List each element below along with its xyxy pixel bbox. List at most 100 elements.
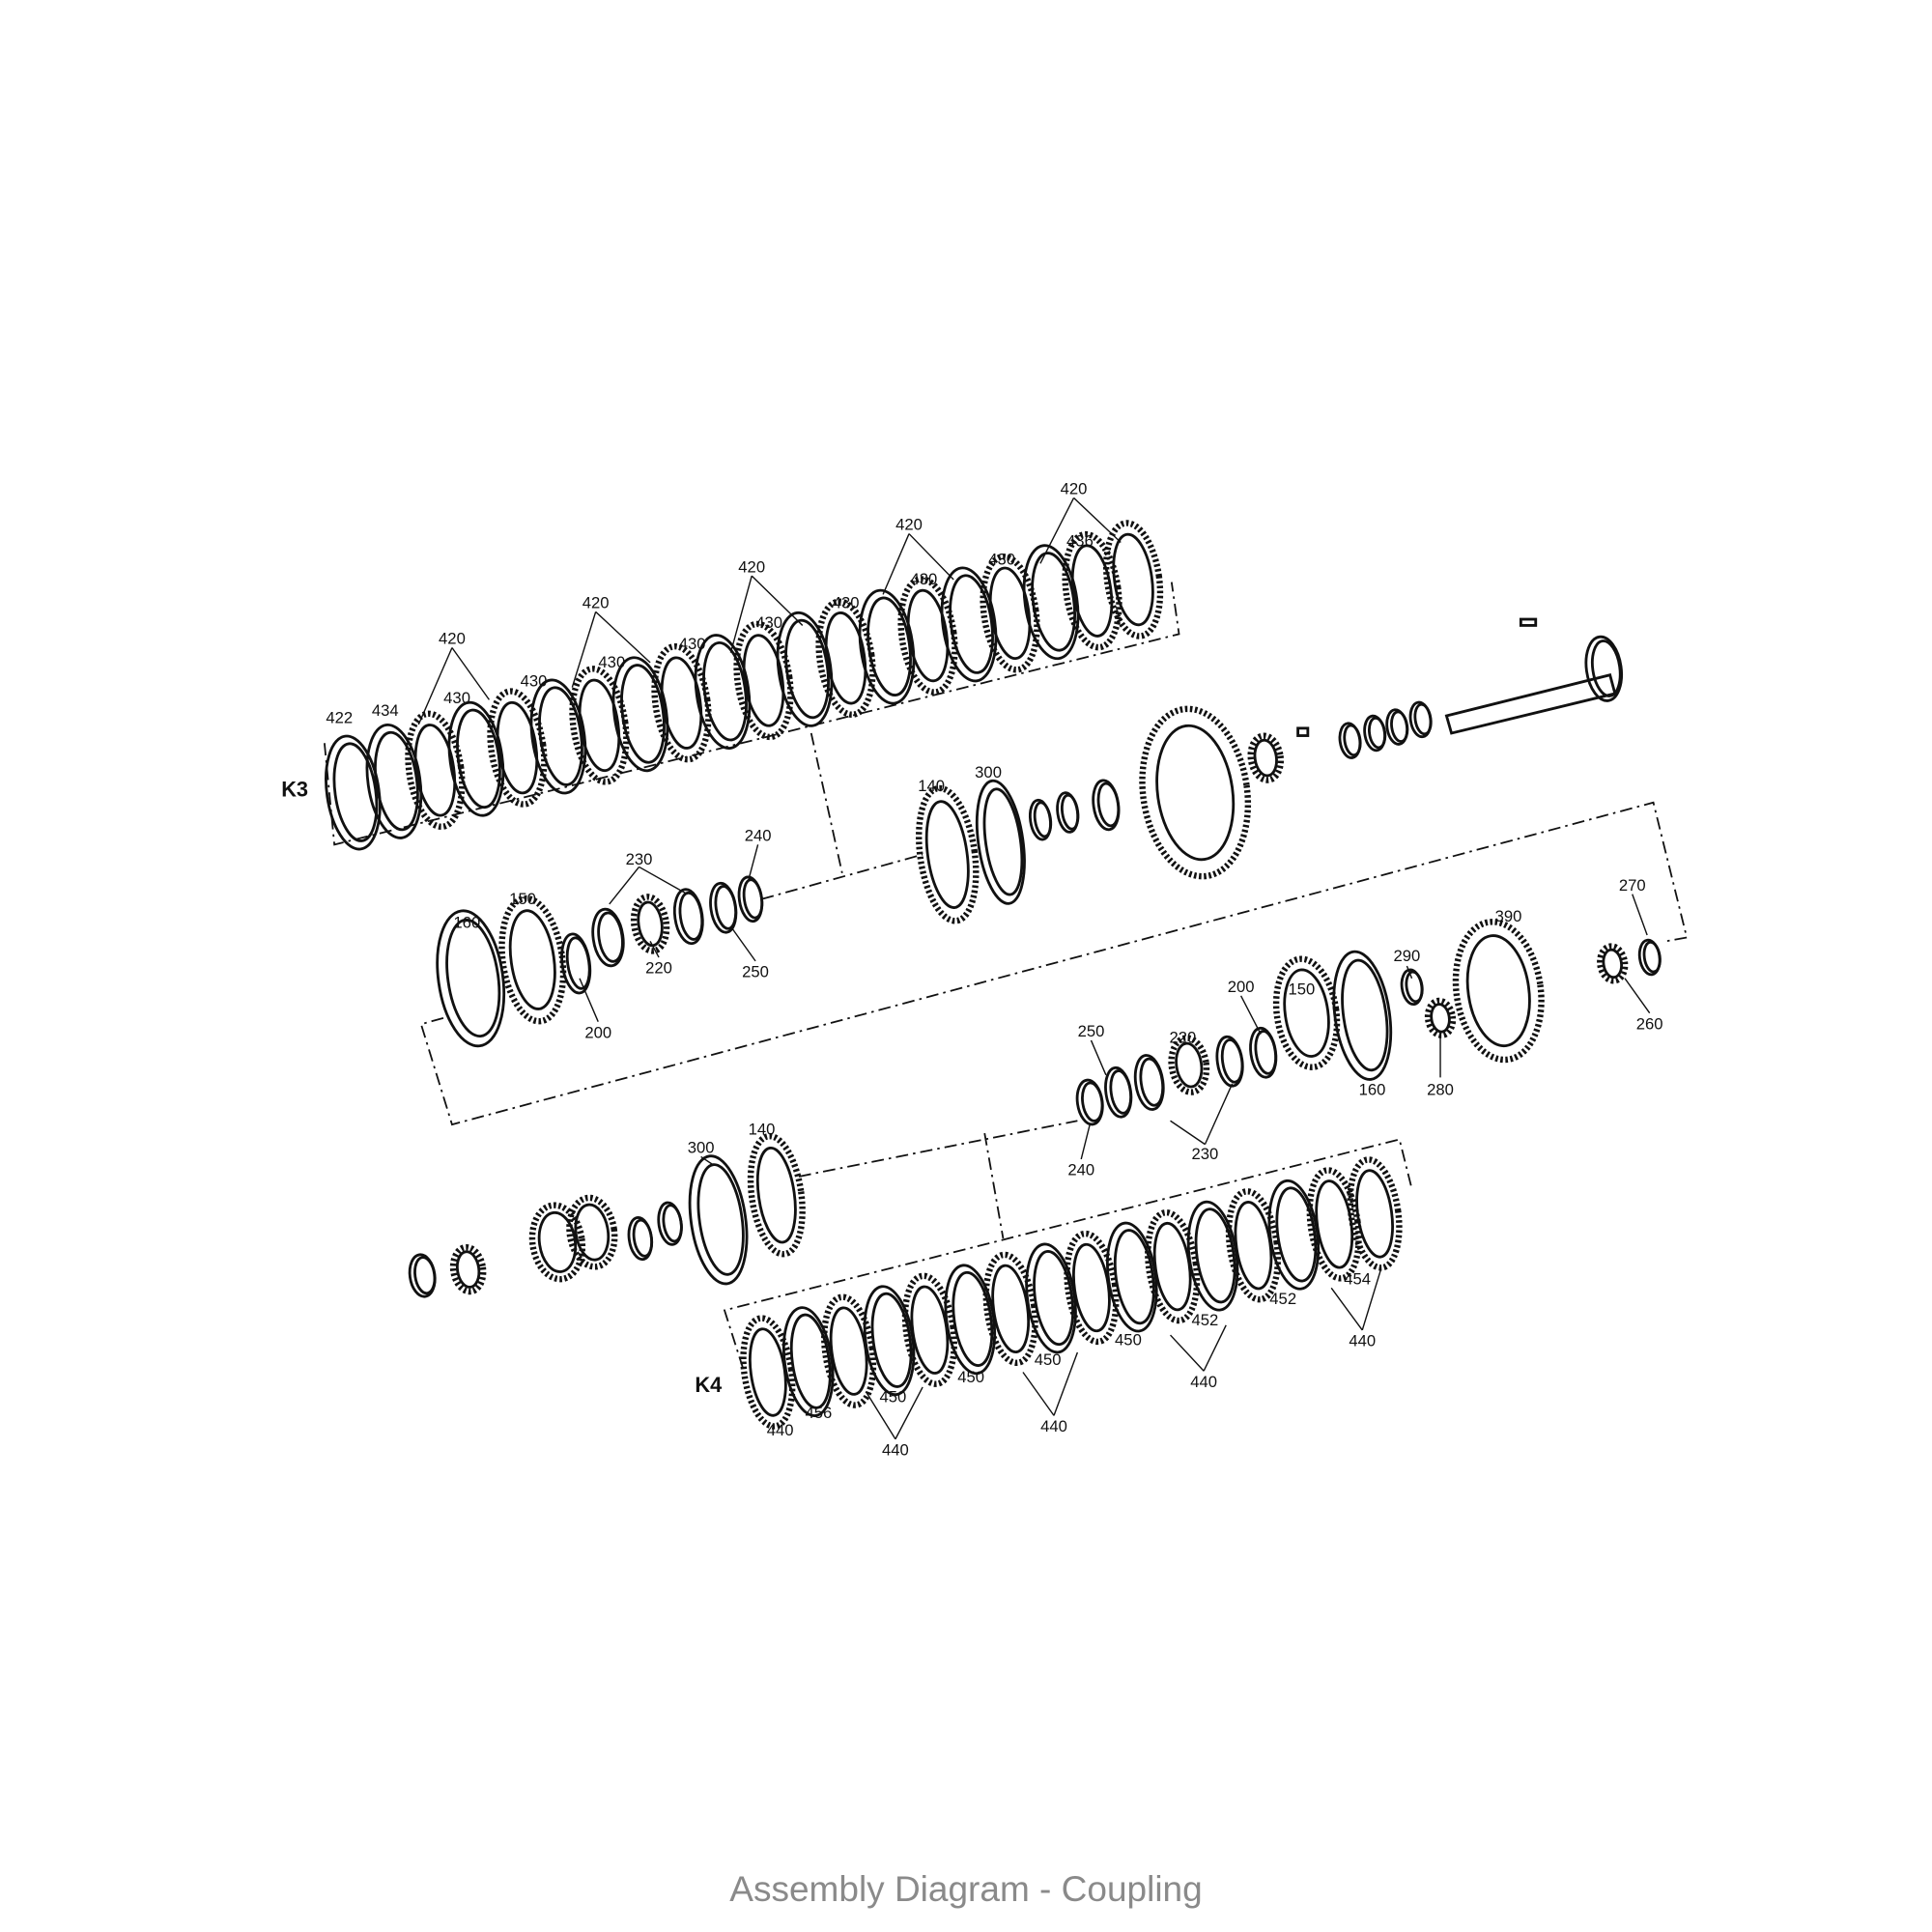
callout-430: 430: [679, 635, 706, 653]
seal-ring: [1408, 700, 1433, 739]
callout-430: 430: [833, 593, 860, 611]
seal-ring: [1363, 714, 1387, 753]
callout-220: 220: [645, 959, 672, 978]
disc-bore: [1355, 1169, 1394, 1259]
ring-outer: [776, 611, 834, 727]
disc-bore: [906, 588, 950, 683]
k3-clutch-disc: [733, 620, 794, 741]
disc-bore: [578, 678, 621, 773]
disc-teeth: [405, 710, 466, 831]
callout-200: 200: [584, 1023, 611, 1041]
leader-line: [1330, 1287, 1363, 1331]
leader-line: [1204, 1083, 1234, 1145]
leader-line: [1361, 1268, 1382, 1331]
ring-inner: [1275, 1186, 1318, 1283]
callout-140: 140: [749, 1120, 776, 1138]
ring-inner: [597, 911, 624, 963]
callout-420: 420: [895, 516, 923, 534]
ring-inner: [1367, 716, 1387, 750]
ring-outer: [940, 566, 998, 683]
callout-440: 440: [1040, 1417, 1067, 1435]
ring-inner: [445, 918, 501, 1038]
leader-line: [729, 925, 756, 962]
callout-452: 452: [1192, 1311, 1219, 1329]
disc-teeth: [1347, 1156, 1403, 1271]
callout-280: 280: [1427, 1080, 1454, 1098]
callout-430: 430: [443, 689, 470, 707]
k4-clutch-disc: [1106, 1221, 1158, 1333]
piston-150: [498, 895, 567, 1025]
callout-160: 160: [1359, 1080, 1386, 1098]
leader-line: [747, 844, 759, 883]
leader-line: [895, 1386, 923, 1440]
disc-bore: [1465, 934, 1531, 1048]
callout-150: 150: [509, 890, 536, 908]
ring-inner: [1194, 1208, 1236, 1304]
washer: [408, 1253, 437, 1298]
disc-teeth: [982, 1251, 1038, 1367]
ring-outer: [975, 779, 1026, 905]
k4-clutch-disc: [1025, 1242, 1077, 1354]
disc-teeth: [897, 576, 958, 696]
callout-250: 250: [1078, 1022, 1105, 1040]
ring-250: [1104, 1065, 1133, 1119]
disc-teeth: [1145, 1208, 1201, 1324]
disc-teeth: [1225, 1188, 1282, 1303]
callout-430: 430: [988, 551, 1015, 569]
parts: [325, 520, 1662, 1430]
ring-outer: [447, 700, 505, 817]
bearing: [1247, 732, 1285, 783]
disc-teeth: [1168, 1035, 1210, 1095]
callout-240: 240: [745, 827, 772, 845]
callout-230: 230: [626, 850, 653, 868]
callout-440: 440: [1190, 1373, 1217, 1391]
hub-gear: [566, 1194, 618, 1270]
leader-line: [1022, 1372, 1055, 1416]
ring-outer: [436, 909, 506, 1048]
callout-430: 430: [911, 570, 938, 588]
ring-200: [560, 932, 592, 995]
disc-bore: [537, 1210, 578, 1273]
bearing: [449, 1243, 487, 1295]
callout-440: 440: [882, 1440, 909, 1459]
ring-inner: [1341, 958, 1389, 1072]
leader-line: [1090, 1039, 1107, 1076]
seal-ring: [1385, 708, 1409, 746]
leader-line: [751, 575, 804, 626]
ring-240: [1075, 1078, 1104, 1126]
ring-inner: [632, 1218, 654, 1258]
disc-teeth: [630, 894, 670, 954]
ring-inner: [742, 878, 764, 920]
ring-outer: [365, 723, 423, 839]
callout-420: 420: [439, 630, 466, 648]
ring-inner: [1413, 702, 1433, 736]
diagram-caption: Assembly Diagram - Coupling: [729, 1869, 1203, 1909]
ring-inner: [1033, 801, 1053, 838]
leader-line: [649, 941, 660, 958]
ring-inner: [870, 1292, 913, 1388]
leader-line: [1053, 1351, 1079, 1416]
leader-line: [579, 978, 599, 1022]
ring-inner: [1096, 781, 1121, 828]
leader-line: [729, 575, 753, 653]
callout-250: 250: [742, 963, 769, 981]
callout-420: 420: [582, 593, 610, 611]
ring-inner: [1254, 1030, 1278, 1075]
disc-teeth: [651, 642, 712, 763]
ring-230: [1215, 1035, 1244, 1088]
ring-290: [1400, 968, 1424, 1007]
callout-290: 290: [1394, 947, 1421, 965]
disc-teeth: [487, 688, 548, 808]
ring-small: [1056, 791, 1080, 834]
callout-240: 240: [1067, 1161, 1094, 1179]
ring-240: [737, 875, 764, 923]
bearing-260: [1597, 943, 1629, 984]
leader-line: [700, 1155, 713, 1165]
disc-teeth: [566, 1194, 618, 1270]
disc-teeth: [1102, 520, 1164, 639]
ring-inner: [1390, 710, 1409, 743]
k4-clutch-disc: [1347, 1156, 1403, 1271]
disc-bore: [1175, 1041, 1204, 1089]
